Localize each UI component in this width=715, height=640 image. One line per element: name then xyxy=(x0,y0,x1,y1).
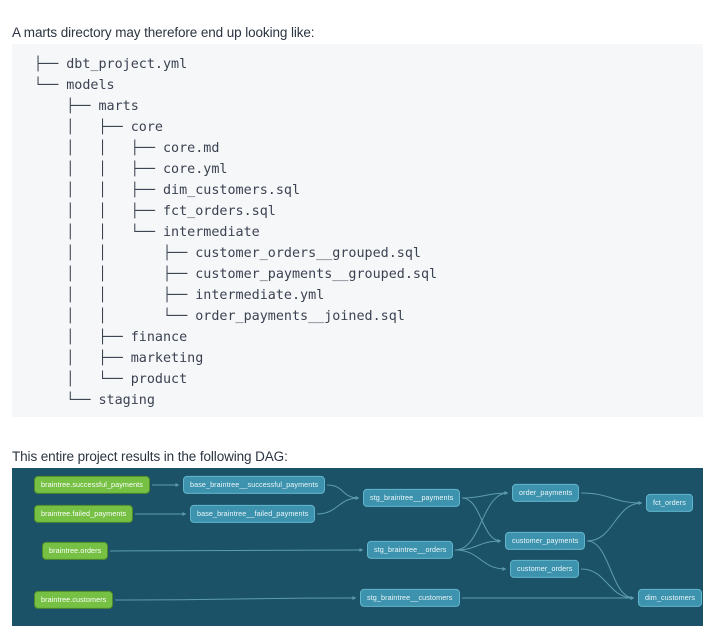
dag-panel: braintree.successful_payments braintree.f… xyxy=(12,468,703,626)
dag-edge-stg_braintree_payments-to-customer_payments xyxy=(461,497,502,542)
dag-edge-arrow xyxy=(175,483,179,487)
directory-tree-codeblock: ├── dbt_project.yml └── models ├── marts… xyxy=(12,44,703,417)
dag-edge-customer_orders-to-dim_customers xyxy=(580,568,635,599)
dag-edge-arrow xyxy=(352,596,356,600)
dag-caption-paragraph: This entire project results in the follo… xyxy=(12,448,288,464)
dag-node-dim_customers[interactable]: dim_customers xyxy=(638,588,703,608)
dag-edge-arrow xyxy=(355,496,359,500)
dag-edge-arrow xyxy=(638,501,642,505)
dag-edge-base_braintree_failed_payments-to-stg_braintree_payments xyxy=(316,497,360,515)
dag-node-fct_orders[interactable]: fct_orders xyxy=(646,493,693,513)
dag-node-base_braintree_successful_payments[interactable]: base_braintree__successful_payments xyxy=(183,475,326,495)
dag-edge-stg_braintree_payments-to-order_payments xyxy=(461,492,509,499)
dag-edge-braintree_customers-to-stg_braintree_customers xyxy=(114,597,357,601)
directory-tree-text: ├── dbt_project.yml └── models ├── marts… xyxy=(34,57,438,408)
intro-paragraph: A marts directory may therefore end up l… xyxy=(12,24,315,40)
dag-edge-arrow xyxy=(504,491,508,495)
dag-edge-customer_payments-to-dim_customers xyxy=(586,540,635,599)
dag-node-customer_payments[interactable]: customer_payments xyxy=(505,531,586,551)
dag-edge-customer_payments-to-fct_orders xyxy=(586,502,643,542)
dag-edge-arrow xyxy=(502,567,506,571)
dag-node-base_braintree_failed_payments[interactable]: base_braintree__failed_payments xyxy=(190,504,316,524)
dag-node-order_payments[interactable]: order_payments xyxy=(512,483,580,503)
dag-edge-order_payments-to-fct_orders xyxy=(580,492,643,504)
dag-edge-base_braintree_successful_payments-to-stg_braintree_payments xyxy=(326,484,360,499)
dag-edge-braintree_orders-to-stg_braintree_orders xyxy=(109,549,364,552)
dag-node-customer_orders[interactable]: customer_orders xyxy=(510,559,580,579)
dag-node-stg_braintree_payments[interactable]: stg_braintree__payments xyxy=(363,488,461,508)
dag-edge-arrow xyxy=(630,596,634,600)
dag-node-stg_braintree_customers[interactable]: stg_braintree__customers xyxy=(360,588,460,608)
dag-edge-arrow xyxy=(182,512,186,516)
dag-node-stg_braintree_orders[interactable]: stg_braintree__orders xyxy=(367,540,454,560)
dag-node-braintree_successful_payments[interactable]: braintree.successful_payments xyxy=(34,475,150,495)
dag-edge-stg_braintree_orders-to-order_payments xyxy=(454,492,509,551)
dag-edges xyxy=(109,483,643,601)
dag-edge-arrow xyxy=(359,548,363,552)
dag-edge-arrow xyxy=(497,539,501,543)
dag-node-braintree_customers[interactable]: braintree.customers xyxy=(34,590,114,610)
dag-edge-stg_braintree_orders-to-customer_orders xyxy=(454,549,507,570)
dag-node-braintree_failed_payments[interactable]: braintree.failed_payments xyxy=(34,504,134,524)
dag-edge-stg_braintree_orders-to-customer_payments xyxy=(454,540,502,551)
dag-node-braintree_orders[interactable]: braintree.orders xyxy=(42,541,109,561)
